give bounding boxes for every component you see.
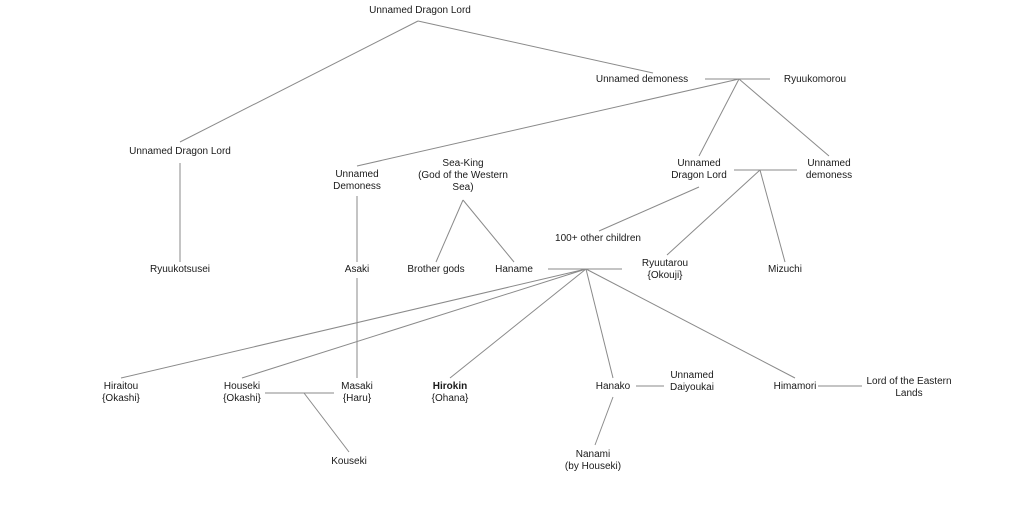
node-label-line: Dragon Lord <box>671 170 727 181</box>
node-label-line: Unnamed Dragon Lord <box>369 5 471 16</box>
node-label-line: {Okashi} <box>223 393 261 404</box>
node-label-line: Nanami <box>575 449 611 460</box>
node-label-line: Lands <box>895 388 923 399</box>
node-mizuchi: Mizuchi <box>768 264 802 276</box>
node-label-line: Unnamed <box>335 169 379 180</box>
node-unnamed-demoness-top: Unnamed demoness <box>596 74 688 86</box>
link-couple-to-houseki <box>241 268 587 379</box>
node-label-line: {Haru} <box>342 393 372 404</box>
node-label-line: {Okashi} <box>102 393 140 404</box>
node-nanami: Nanami(by Houseki) <box>565 449 621 473</box>
link-seaking-to-haname <box>462 199 515 263</box>
node-label-line: Unnamed Dragon Lord <box>129 146 231 157</box>
node-label-line: (by Houseki) <box>564 461 622 472</box>
node-houseki: Houseki{Okashi} <box>223 381 261 405</box>
node-label-line: Sea-King <box>442 158 484 169</box>
link-couple-to-hanako <box>585 268 614 379</box>
node-label-line: Lord of the Eastern <box>866 376 952 387</box>
node-label-line: Mizuchi <box>768 264 802 275</box>
link-couple-to-demoness-cap <box>356 78 740 167</box>
node-label-line: Hirokin <box>432 381 468 392</box>
node-ryuukomorou: Ryuukomorou <box>784 74 846 86</box>
node-label-line: Ryuukotsusei <box>149 264 211 275</box>
link-couple-to-demoness-right <box>738 78 830 157</box>
link-dragonlord-to-otherchildren <box>598 186 700 232</box>
node-label-line: Kouseki <box>331 456 367 467</box>
node-label-line: {Okouji} <box>647 270 683 281</box>
node-unnamed-dragon-lord-top: Unnamed Dragon Lord <box>369 5 471 17</box>
node-label-line: Ryuutarou <box>641 258 689 269</box>
node-label-line: Daiyoukai <box>670 382 714 393</box>
node-ryuukotsusei: Ryuukotsusei <box>150 264 210 276</box>
node-label-line: Masaki <box>341 381 373 392</box>
node-label-line: Himamori <box>773 381 817 392</box>
node-haname: Haname <box>495 264 533 276</box>
link-couple-to-himamori <box>585 268 796 379</box>
node-label-line: Demoness <box>333 181 381 192</box>
node-hiraitou: Hiraitou{Okashi} <box>102 381 140 405</box>
node-label-line: Houseki <box>223 381 261 392</box>
node-label-line: Unnamed demoness <box>595 74 689 85</box>
node-label-line: (God of the Western <box>418 170 508 181</box>
node-ryuutarou: Ryuutarou{Okouji} <box>642 258 688 282</box>
node-label-line: 100+ other children <box>555 233 641 244</box>
node-label-line: Haname <box>495 264 533 275</box>
node-brother-gods: Brother gods <box>407 264 464 276</box>
node-label-line: Unnamed <box>670 370 714 381</box>
node-label-line: demoness <box>805 170 853 181</box>
node-label-line: Brother gods <box>407 264 465 275</box>
link-hanako-to-nanami <box>594 396 614 446</box>
link-couple-to-kouseki <box>303 392 350 453</box>
node-label-line: Asaki <box>344 264 370 275</box>
node-other-children: 100+ other children <box>555 233 641 245</box>
node-label-line: Ryuukomorou <box>783 74 847 85</box>
node-unnamed-dragon-lord-left: Unnamed Dragon Lord <box>129 146 231 158</box>
node-label-line: Unnamed <box>807 158 851 169</box>
node-label-line: Hanako <box>595 381 631 392</box>
link-couple-to-mizuchi <box>759 169 786 263</box>
link-dragonlord-to-leftlord <box>179 20 419 143</box>
link-seaking-to-brothergods <box>435 199 464 263</box>
link-couple-to-hiraitou <box>120 268 587 379</box>
node-kouseki: Kouseki <box>331 456 367 468</box>
link-couple-to-dragonlord-mid <box>698 78 740 157</box>
node-label-line: Unnamed <box>677 158 721 169</box>
node-asaki: Asaki <box>345 264 369 276</box>
node-himamori: Himamori <box>774 381 817 393</box>
link-couple-to-ryuutarou <box>666 169 761 256</box>
node-label-line: Hiraitou <box>103 381 139 392</box>
link-couple-to-hirokin <box>449 268 587 379</box>
node-label-line: Sea) <box>452 182 474 193</box>
link-dragonlord-to-demoness <box>417 20 654 74</box>
node-hanako: Hanako <box>596 381 630 393</box>
node-label-line: {Ohana} <box>431 393 469 404</box>
node-masaki: Masaki{Haru} <box>341 381 373 405</box>
node-hirokin: Hirokin{Ohana} <box>432 381 469 405</box>
tree-connectors <box>120 20 862 453</box>
